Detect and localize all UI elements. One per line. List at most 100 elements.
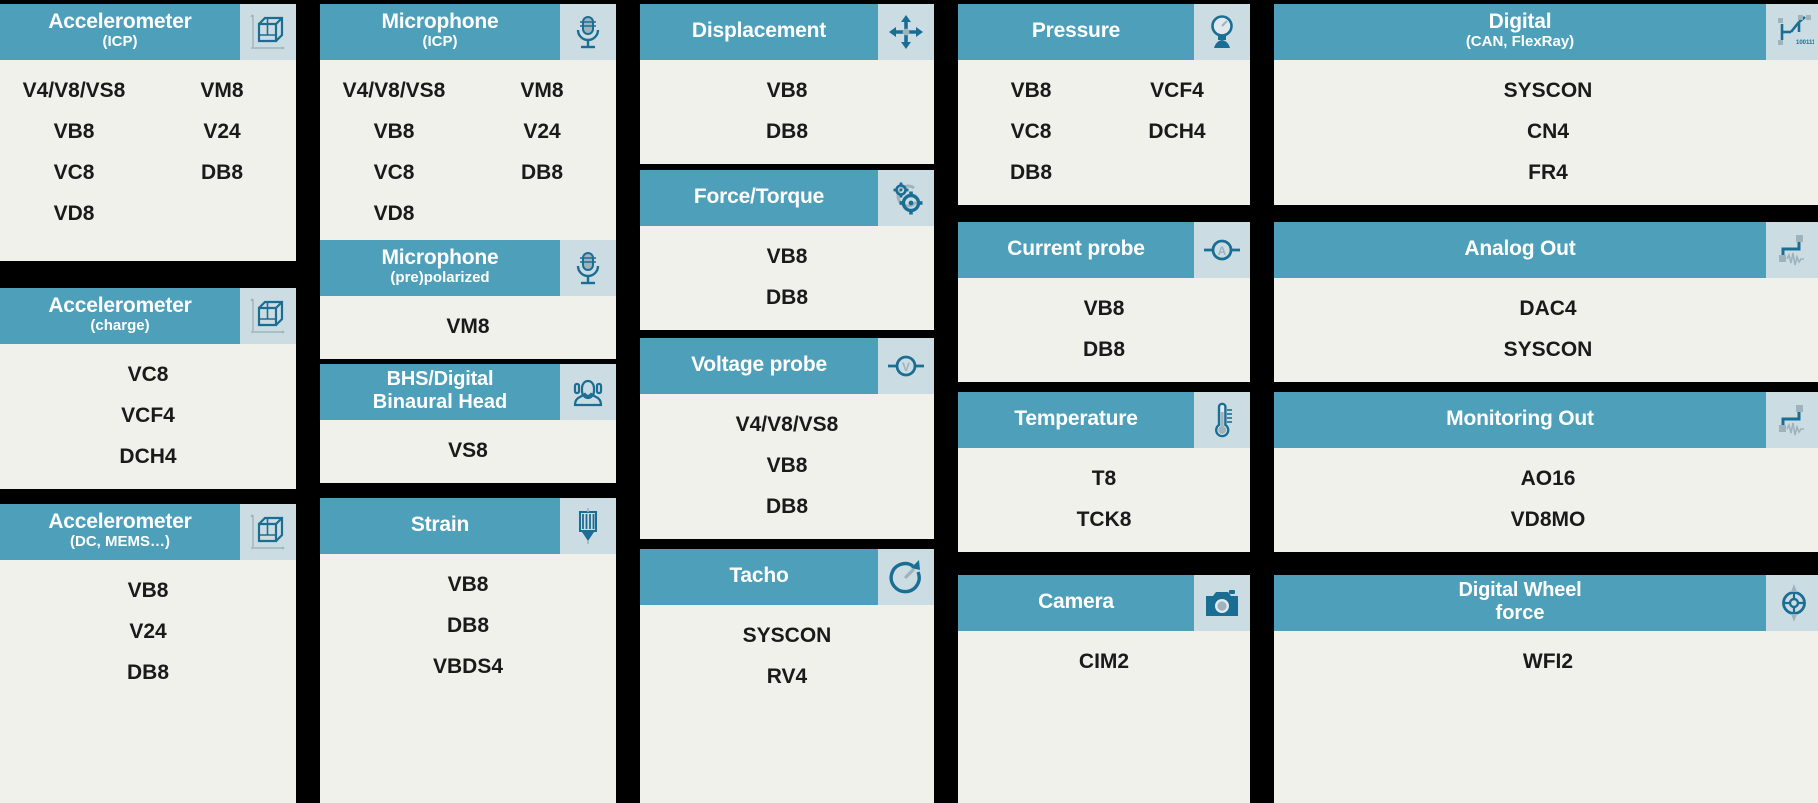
waveform-out-icon — [1766, 222, 1818, 278]
cube-axes-icon — [240, 504, 296, 560]
module-label[interactable]: VD8 — [373, 202, 415, 225]
module-label[interactable]: VB8 — [127, 579, 169, 602]
module-label[interactable]: RV4 — [766, 665, 808, 688]
module-label[interactable]: V24 — [523, 120, 561, 143]
module-label[interactable]: VBDS4 — [432, 655, 504, 678]
module-label[interactable]: VB8 — [1010, 79, 1052, 102]
module-row: V4/V8/VS8 VM8 — [320, 70, 616, 111]
module-label[interactable]: FR4 — [1528, 161, 1568, 184]
card-microphone-prepolarized[interactable]: Microphone(pre)polarized VM8 — [320, 240, 616, 359]
module-label[interactable]: CN4 — [1526, 120, 1569, 143]
card-title-block: Accelerometer(charge) — [0, 288, 240, 344]
module-label[interactable]: VC8 — [127, 363, 169, 386]
module-label[interactable]: VM8 — [520, 79, 564, 102]
card-title: Digital Wheel — [1458, 579, 1582, 601]
module-label[interactable]: V4/V8/VS8 — [735, 413, 839, 436]
module-label[interactable]: TCK8 — [1076, 508, 1132, 531]
module-label[interactable]: VB8 — [766, 245, 808, 268]
card-title: Tacho — [729, 563, 789, 587]
microphone-icon — [560, 4, 616, 60]
module-label[interactable]: VB8 — [1083, 297, 1125, 320]
module-label[interactable]: DB8 — [1009, 161, 1052, 184]
module-label[interactable]: VC8 — [373, 161, 415, 184]
module-label[interactable]: VB8 — [53, 120, 95, 143]
tachometer-icon — [878, 549, 934, 605]
card-title: Microphone — [381, 10, 499, 34]
module-label[interactable]: SYSCON — [1503, 79, 1593, 102]
card-camera[interactable]: Camera CIM2 — [958, 575, 1250, 803]
module-label[interactable]: V24 — [129, 620, 167, 643]
module-row: WFI2 — [1274, 641, 1818, 682]
svg-text:100111: 100111 — [1796, 40, 1814, 46]
card-tacho[interactable]: Tacho SYSCON RV4 — [640, 549, 934, 803]
module-label[interactable]: T8 — [1091, 467, 1117, 490]
module-label[interactable]: VD8 — [53, 202, 95, 225]
microphone-icon — [560, 240, 616, 296]
module-label[interactable]: WFI2 — [1522, 650, 1574, 673]
module-label[interactable]: CIM2 — [1078, 650, 1130, 673]
module-row: V4/V8/VS8 VM8 — [0, 70, 296, 111]
module-label[interactable]: VM8 — [200, 79, 244, 102]
card-title-block: Voltage probe — [640, 338, 878, 394]
module-label[interactable]: V4/V8/VS8 — [22, 79, 126, 102]
module-label[interactable]: DB8 — [765, 120, 808, 143]
module-label[interactable]: DB8 — [446, 614, 489, 637]
module-label[interactable]: DCH4 — [119, 445, 177, 468]
module-label[interactable]: SYSCON — [742, 624, 832, 647]
module-label[interactable]: DB8 — [765, 495, 808, 518]
module-label[interactable]: VB8 — [373, 120, 415, 143]
module-label[interactable]: VM8 — [446, 315, 490, 338]
module-label[interactable]: VD8MO — [1510, 508, 1586, 531]
module-label[interactable]: DB8 — [200, 161, 243, 184]
module-label[interactable]: DCH4 — [1148, 120, 1206, 143]
module-row: DB8 — [640, 111, 934, 152]
card-title: Monitoring Out — [1446, 406, 1594, 430]
module-label[interactable]: DB8 — [520, 161, 563, 184]
card-title: Accelerometer — [48, 294, 192, 318]
module-row: RV4 — [640, 656, 934, 697]
cube-axes-icon — [240, 4, 296, 60]
card-body-tacho: SYSCON RV4 — [640, 605, 934, 709]
module-label[interactable]: SYSCON — [1503, 338, 1593, 361]
card-title: Strain — [410, 512, 470, 536]
module-label[interactable]: V4/V8/VS8 — [342, 79, 446, 102]
module-label[interactable]: VCF4 — [1150, 79, 1204, 102]
card-header-accelerometer-charge: Accelerometer(charge) — [0, 288, 296, 344]
module-label[interactable]: AO16 — [1520, 467, 1576, 490]
module-label[interactable]: VB8 — [766, 454, 808, 477]
module-label[interactable]: VCF4 — [121, 404, 175, 427]
module-label[interactable]: V24 — [203, 120, 241, 143]
card-header-monitoring-out: Monitoring Out — [1274, 392, 1818, 448]
module-label[interactable]: VC8 — [53, 161, 95, 184]
module-label[interactable]: DB8 — [126, 661, 169, 684]
module-label[interactable]: DB8 — [765, 286, 808, 309]
module-label[interactable]: VB8 — [447, 573, 489, 596]
module-row: DB8 — [320, 605, 616, 646]
module-label[interactable]: DB8 — [1082, 338, 1125, 361]
card-header-pressure: Pressure — [958, 4, 1250, 60]
module-label[interactable]: VS8 — [448, 439, 488, 462]
module-label[interactable]: VC8 — [1010, 120, 1052, 143]
module-label[interactable]: DAC4 — [1519, 297, 1577, 320]
card-title: Microphone — [381, 246, 499, 270]
module-label[interactable]: VB8 — [766, 79, 808, 102]
